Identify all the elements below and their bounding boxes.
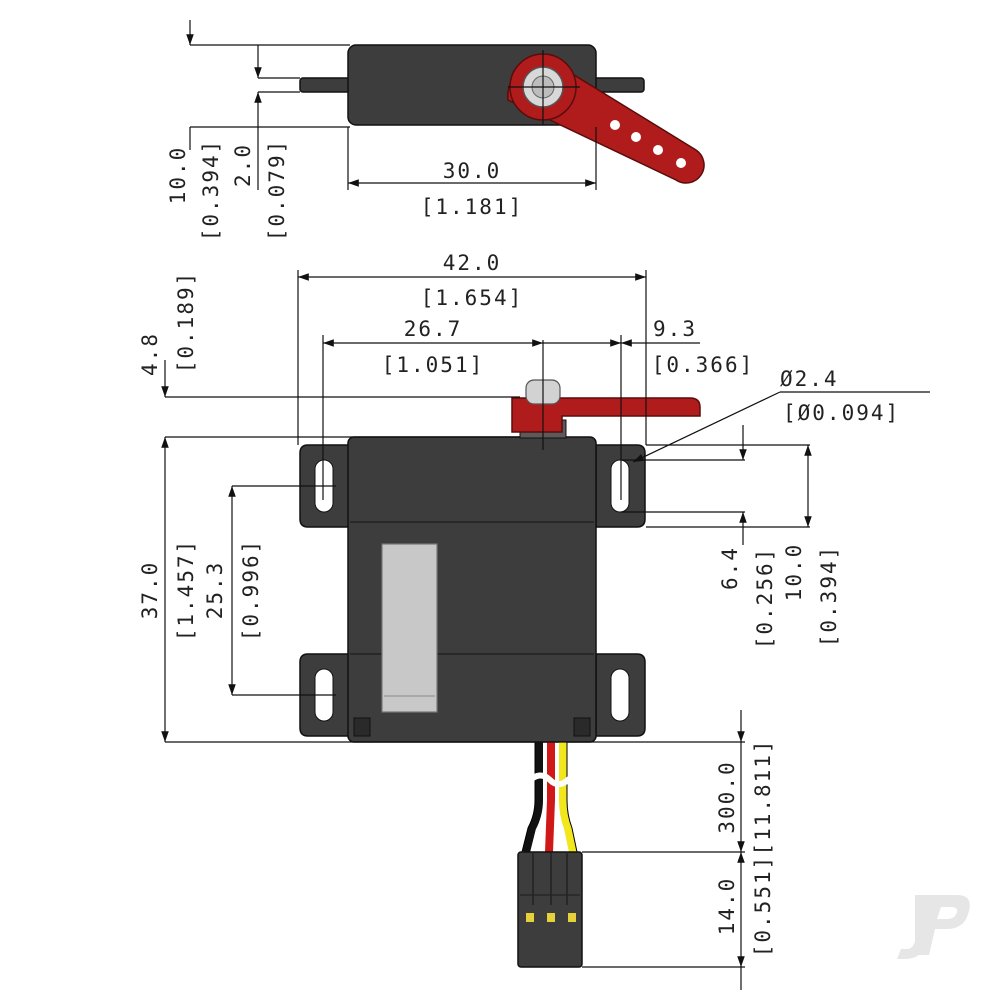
dim-horn-height: 4.8 [138,332,162,376]
dim-hole-diameter-in: [Ø0.094] [783,401,900,425]
dim-hole-to-shaft: 26.7 [404,317,463,341]
top-flange-left [299,77,351,93]
dim-body-height-in: [1.457] [174,539,198,642]
dim-slot-length-in: [0.256] [753,547,777,650]
wire-black [522,742,543,853]
front-view [161,270,930,990]
dim-top-flange: 2.0 [231,143,255,187]
horn-hole [676,158,686,168]
dim-hole-spacing-in: [0.996] [239,539,263,642]
dim-shaft-to-hole-in: [0.366] [652,353,755,377]
horn-hole [631,132,641,142]
horn-hole [610,120,620,130]
dim-hole-to-shaft-in: [1.051] [382,353,485,377]
dim-ear-height-in: [0.394] [817,545,841,648]
dim-ear-height: 10.0 [782,543,806,602]
dim-top-height: 10.0 [166,146,190,205]
servo-label [381,543,438,713]
dim-hole-spacing: 25.3 [203,561,227,620]
dimension-labels: 10.0 [0.394] 2.0 [0.079] 30.0 [1.181] 42… [138,139,900,958]
dim-overall-width-in: [1.654] [421,286,524,310]
wire-yellow [559,742,577,853]
dim-top-width-in: [1.181] [421,195,524,219]
dim-lead-length: 300.0 [715,760,739,833]
dim-top-flange-in: [0.079] [265,139,289,242]
wire-break-mark [525,772,575,788]
mount-slot [610,459,630,513]
dim-hole-diameter: Ø2.4 [780,367,839,391]
top-flange-right [593,77,645,93]
dim-top-height-in: [0.394] [199,139,223,242]
wire-connector [517,851,583,968]
mount-slot [610,668,630,722]
connector-pin [568,913,576,922]
dim-slot-length: 6.4 [718,546,742,590]
dim-overall-width: 42.0 [443,251,502,275]
horn-hole [653,145,663,155]
dim-lead-length-in: [11.811] [751,738,775,855]
dim-shaft-to-hole: 9.3 [653,317,697,341]
front-servo-horn [511,397,701,433]
jp-watermark-logo [897,895,970,959]
dim-body-height: 37.0 [138,561,162,620]
dim-connector-length: 14.0 [715,877,739,936]
top-view [186,20,705,190]
dim-top-width: 30.0 [443,159,502,183]
wire-red [545,742,555,853]
connector-pin [547,913,555,922]
dim-connector-length-in: [0.551] [751,855,775,958]
connector-pin [526,913,534,922]
dim-horn-height-in: [0.189] [174,271,198,374]
